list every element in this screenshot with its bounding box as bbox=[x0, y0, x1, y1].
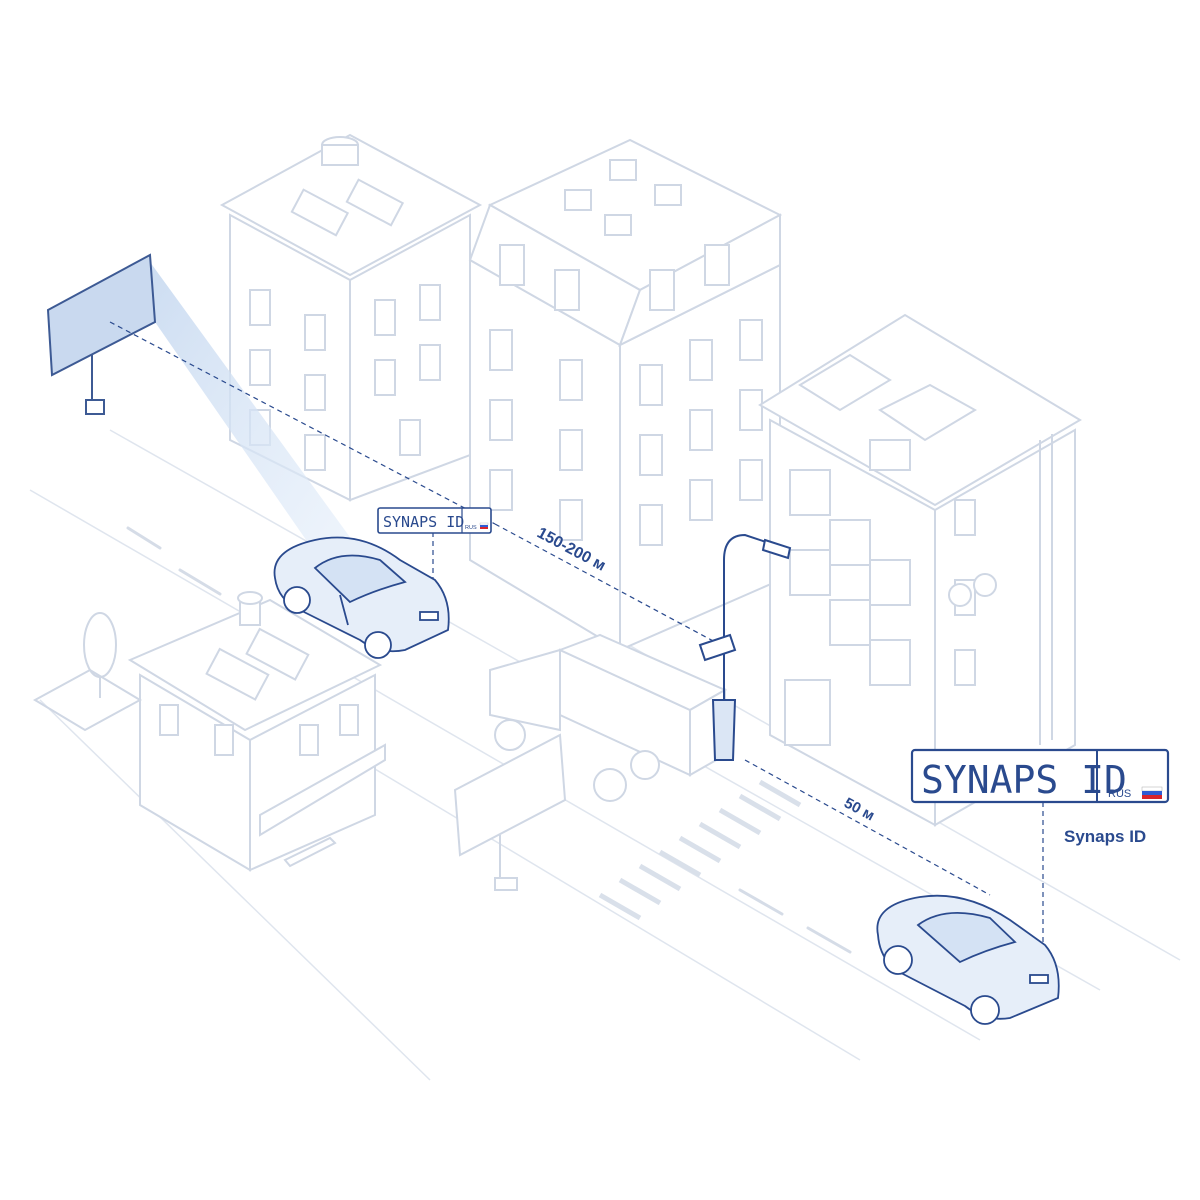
plate-large-text: SYNAPS ID bbox=[921, 758, 1127, 802]
lane-markings bbox=[126, 526, 852, 954]
crosswalk bbox=[598, 779, 802, 921]
plate-small-country: RUS bbox=[465, 525, 477, 531]
plate-large-country: RUS bbox=[1108, 788, 1131, 800]
building-center bbox=[468, 138, 783, 652]
building-right bbox=[758, 313, 1082, 827]
caption-synaps-id: Synaps ID bbox=[1064, 827, 1146, 846]
street-lamp-camera-icon bbox=[698, 533, 792, 761]
tree-icon bbox=[32, 612, 143, 732]
billboard-small bbox=[453, 733, 567, 891]
camera-beam bbox=[150, 262, 352, 560]
car-icon bbox=[273, 536, 450, 659]
plate-small: SYNAPS ID RUS bbox=[377, 507, 492, 534]
plate-small-text: SYNAPS ID bbox=[383, 513, 464, 531]
billboard-icon bbox=[46, 253, 157, 415]
car-icon-near bbox=[876, 894, 1060, 1025]
plate-large: SYNAPS ID RUS bbox=[910, 748, 1170, 804]
flag-small-icon bbox=[479, 522, 489, 526]
flag-large-icon bbox=[1141, 786, 1163, 792]
distance-near-label: 50 м bbox=[841, 795, 877, 825]
building-front bbox=[127, 591, 386, 872]
